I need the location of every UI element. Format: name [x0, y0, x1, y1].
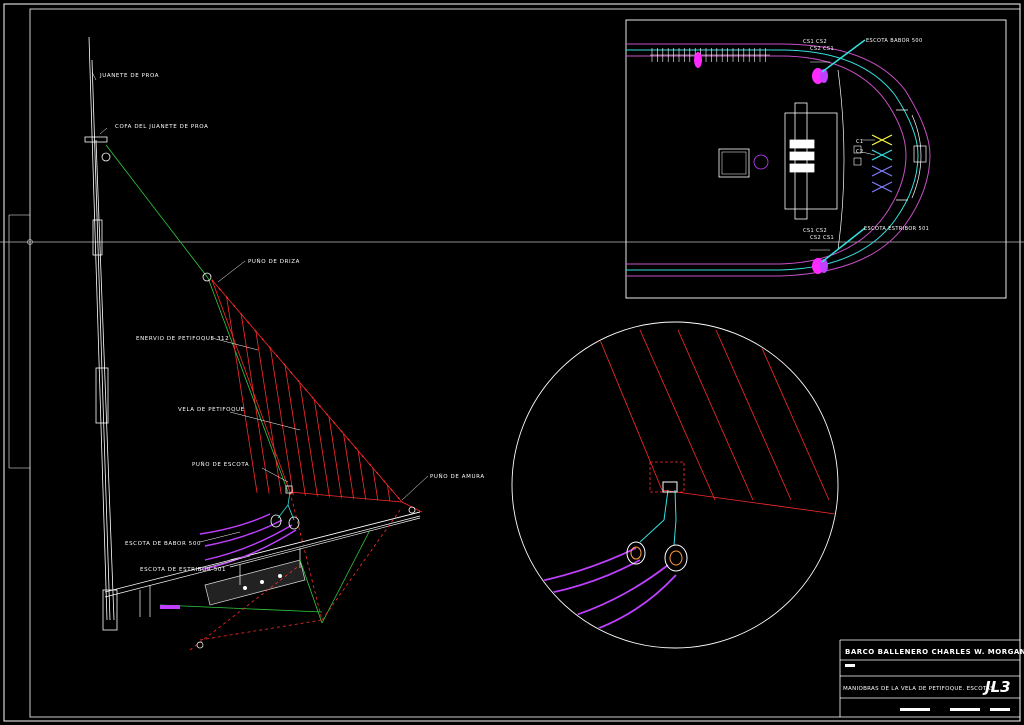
- sail-cloth-line: [284, 365, 306, 496]
- clew-ring: [202, 272, 212, 282]
- label-escota-babor: ESCOTA DE BABOR 500: [125, 541, 201, 547]
- label-c2: C2: [856, 149, 863, 155]
- sail-cloth-line: [313, 399, 330, 498]
- deck-fittings: [160, 574, 282, 649]
- detail-sheets: [519, 547, 677, 641]
- mast: [84, 36, 118, 631]
- plan-fittings: [694, 39, 866, 274]
- sail-cloth-line: [299, 382, 318, 497]
- tack-ring: [408, 506, 416, 514]
- drawing-code: JL3: [982, 678, 1011, 696]
- sail-cloth-line: [328, 416, 343, 499]
- deck-lines: [104, 511, 421, 617]
- label-escota-babor-plan: ESCOTA BABOR 500: [866, 38, 923, 44]
- detail-sail: [599, 329, 943, 517]
- detail-cloth-line: [829, 329, 837, 501]
- detail-sail-cloths: [639, 329, 943, 501]
- sail-cloth-line: [386, 484, 391, 502]
- label-vela: VELA DE PETIFOQUE: [178, 407, 245, 413]
- cleats: [853, 134, 893, 193]
- plan-view: CS1 CS2 CS2 CS1 ESCOTA BABOR 500 C1 C2 C…: [625, 19, 1007, 299]
- label-escota-estribor-plan: ESCOTA ESTRIBOR 501: [864, 226, 929, 232]
- label-cs-top: CS1 CS2: [803, 39, 827, 45]
- label-cs-top2: CS2 CS1: [810, 46, 834, 52]
- hull-outline: [626, 43, 931, 277]
- sail-cloth-line: [270, 348, 294, 496]
- detail-blocks: [626, 481, 688, 572]
- label-escota-estribor: ESCOTA DE ESTRIBOR 501: [140, 567, 226, 573]
- detail-view: [511, 321, 943, 649]
- label-cofa-juanete: COFA DEL JUANETE DE PROA: [115, 124, 208, 130]
- label-cs-bottom: CS1 CS2: [803, 228, 827, 234]
- sail-cloths: [226, 297, 391, 502]
- detail-cloth-line: [639, 329, 716, 501]
- sail-cloth-line: [226, 297, 258, 493]
- jib-sail: [189, 279, 423, 651]
- sheet-lines-left: [199, 513, 297, 571]
- sail-cloth-line: [372, 467, 379, 501]
- label-c1: C1: [856, 139, 863, 145]
- label-juanete-proa: JUANETE DE PROA: [99, 73, 159, 79]
- detail-cloth-line: [715, 329, 792, 501]
- detail-cloth-line: [677, 329, 754, 501]
- title-block: BARCO BALLENERO CHARLES W. MORGAN MANIOB…: [839, 639, 1024, 717]
- detail-cloth-line: [753, 329, 830, 501]
- label-punio-amura: PUÑO DE AMURA: [430, 473, 485, 480]
- halyard-lines: [105, 144, 371, 624]
- windlass: [718, 102, 838, 220]
- leader-lines: [91, 71, 429, 569]
- side-view-labels: JUANETE DE PROA COFA DEL JUANETE DE PROA…: [99, 73, 485, 573]
- drawing-frame: [3, 3, 1021, 722]
- label-cs-bottom2: CS2 CS1: [810, 235, 834, 241]
- label-punio-driza: PUÑO DE DRIZA: [248, 258, 300, 265]
- drawing-subtitle: MANIOBRAS DE LA VELA DE PETIFOQUE. ESCOT…: [843, 686, 994, 692]
- crosshair-line: [0, 239, 1024, 245]
- sail-cloth-line: [255, 331, 282, 495]
- sail-cloth-line: [343, 433, 355, 499]
- sail-cloth-line: [357, 450, 367, 500]
- detail-cloth-line: [791, 329, 837, 501]
- sail-cloth-line: [240, 314, 270, 494]
- label-punio-escota: PUÑO DE ESCOTA: [192, 461, 249, 468]
- clew-blocks: [270, 485, 300, 530]
- plan-view-labels: CS1 CS2 CS2 CS1 ESCOTA BABOR 500 C1 C2 C…: [803, 38, 929, 241]
- label-enervio: ENERVIO DE PETIFOQUE 312: [136, 336, 229, 342]
- detail-cloth-line: [868, 330, 943, 500]
- vessel-name: BARCO BALLENERO CHARLES W. MORGAN: [845, 648, 1024, 656]
